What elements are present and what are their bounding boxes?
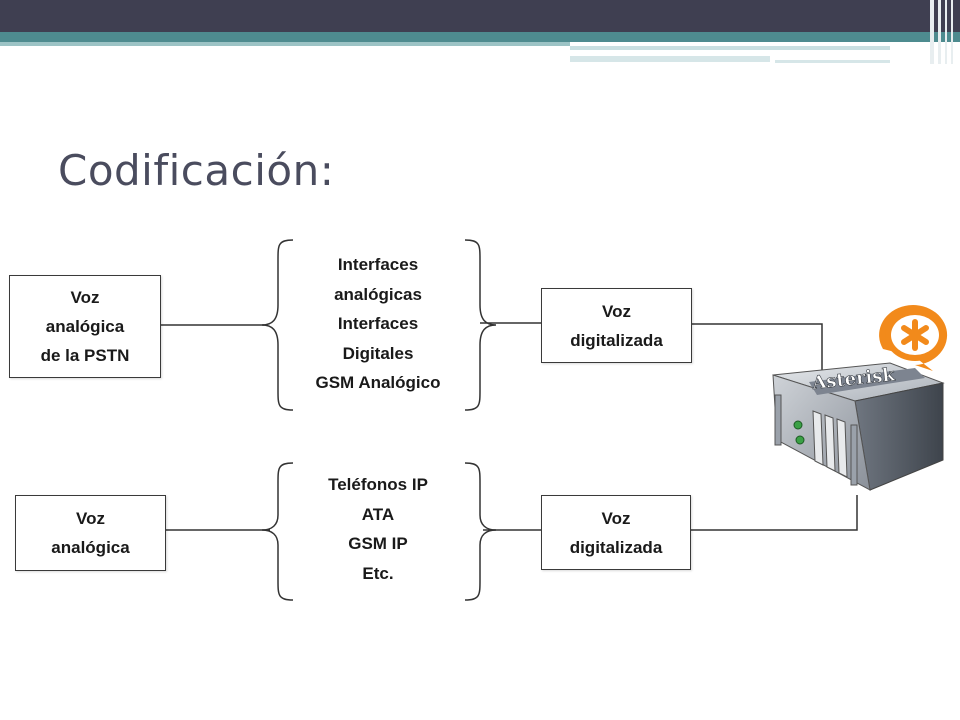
source-box-analog: Voz analógica [15, 495, 166, 571]
asterisk-logo-icon [879, 305, 948, 371]
output-box-digitized: Voz digitalizada [541, 495, 691, 570]
interfaces-list-ip: Teléfonos IP ATA GSM IP Etc. [328, 475, 428, 583]
output-label: Voz digitalizada [570, 301, 663, 350]
output-label: Voz digitalizada [569, 508, 663, 557]
source-box-pstn: Voz analógica de la PSTN [9, 275, 161, 378]
connector-lines [160, 239, 858, 601]
header-bar [0, 0, 960, 64]
encoding-diagram: Voz analógica de la PSTN Interfaces anal… [0, 225, 960, 610]
source-label: Voz analógica de la PSTN [40, 288, 130, 365]
slide-title: Codificación: [58, 146, 335, 195]
source-label: Voz analógica [51, 509, 130, 557]
interfaces-list-analog: Interfaces analógicas Interfaces Digital… [315, 255, 441, 392]
output-box-digitized: Voz digitalizada [541, 288, 692, 363]
asterisk-server-icon: Asterisk [772, 305, 948, 491]
